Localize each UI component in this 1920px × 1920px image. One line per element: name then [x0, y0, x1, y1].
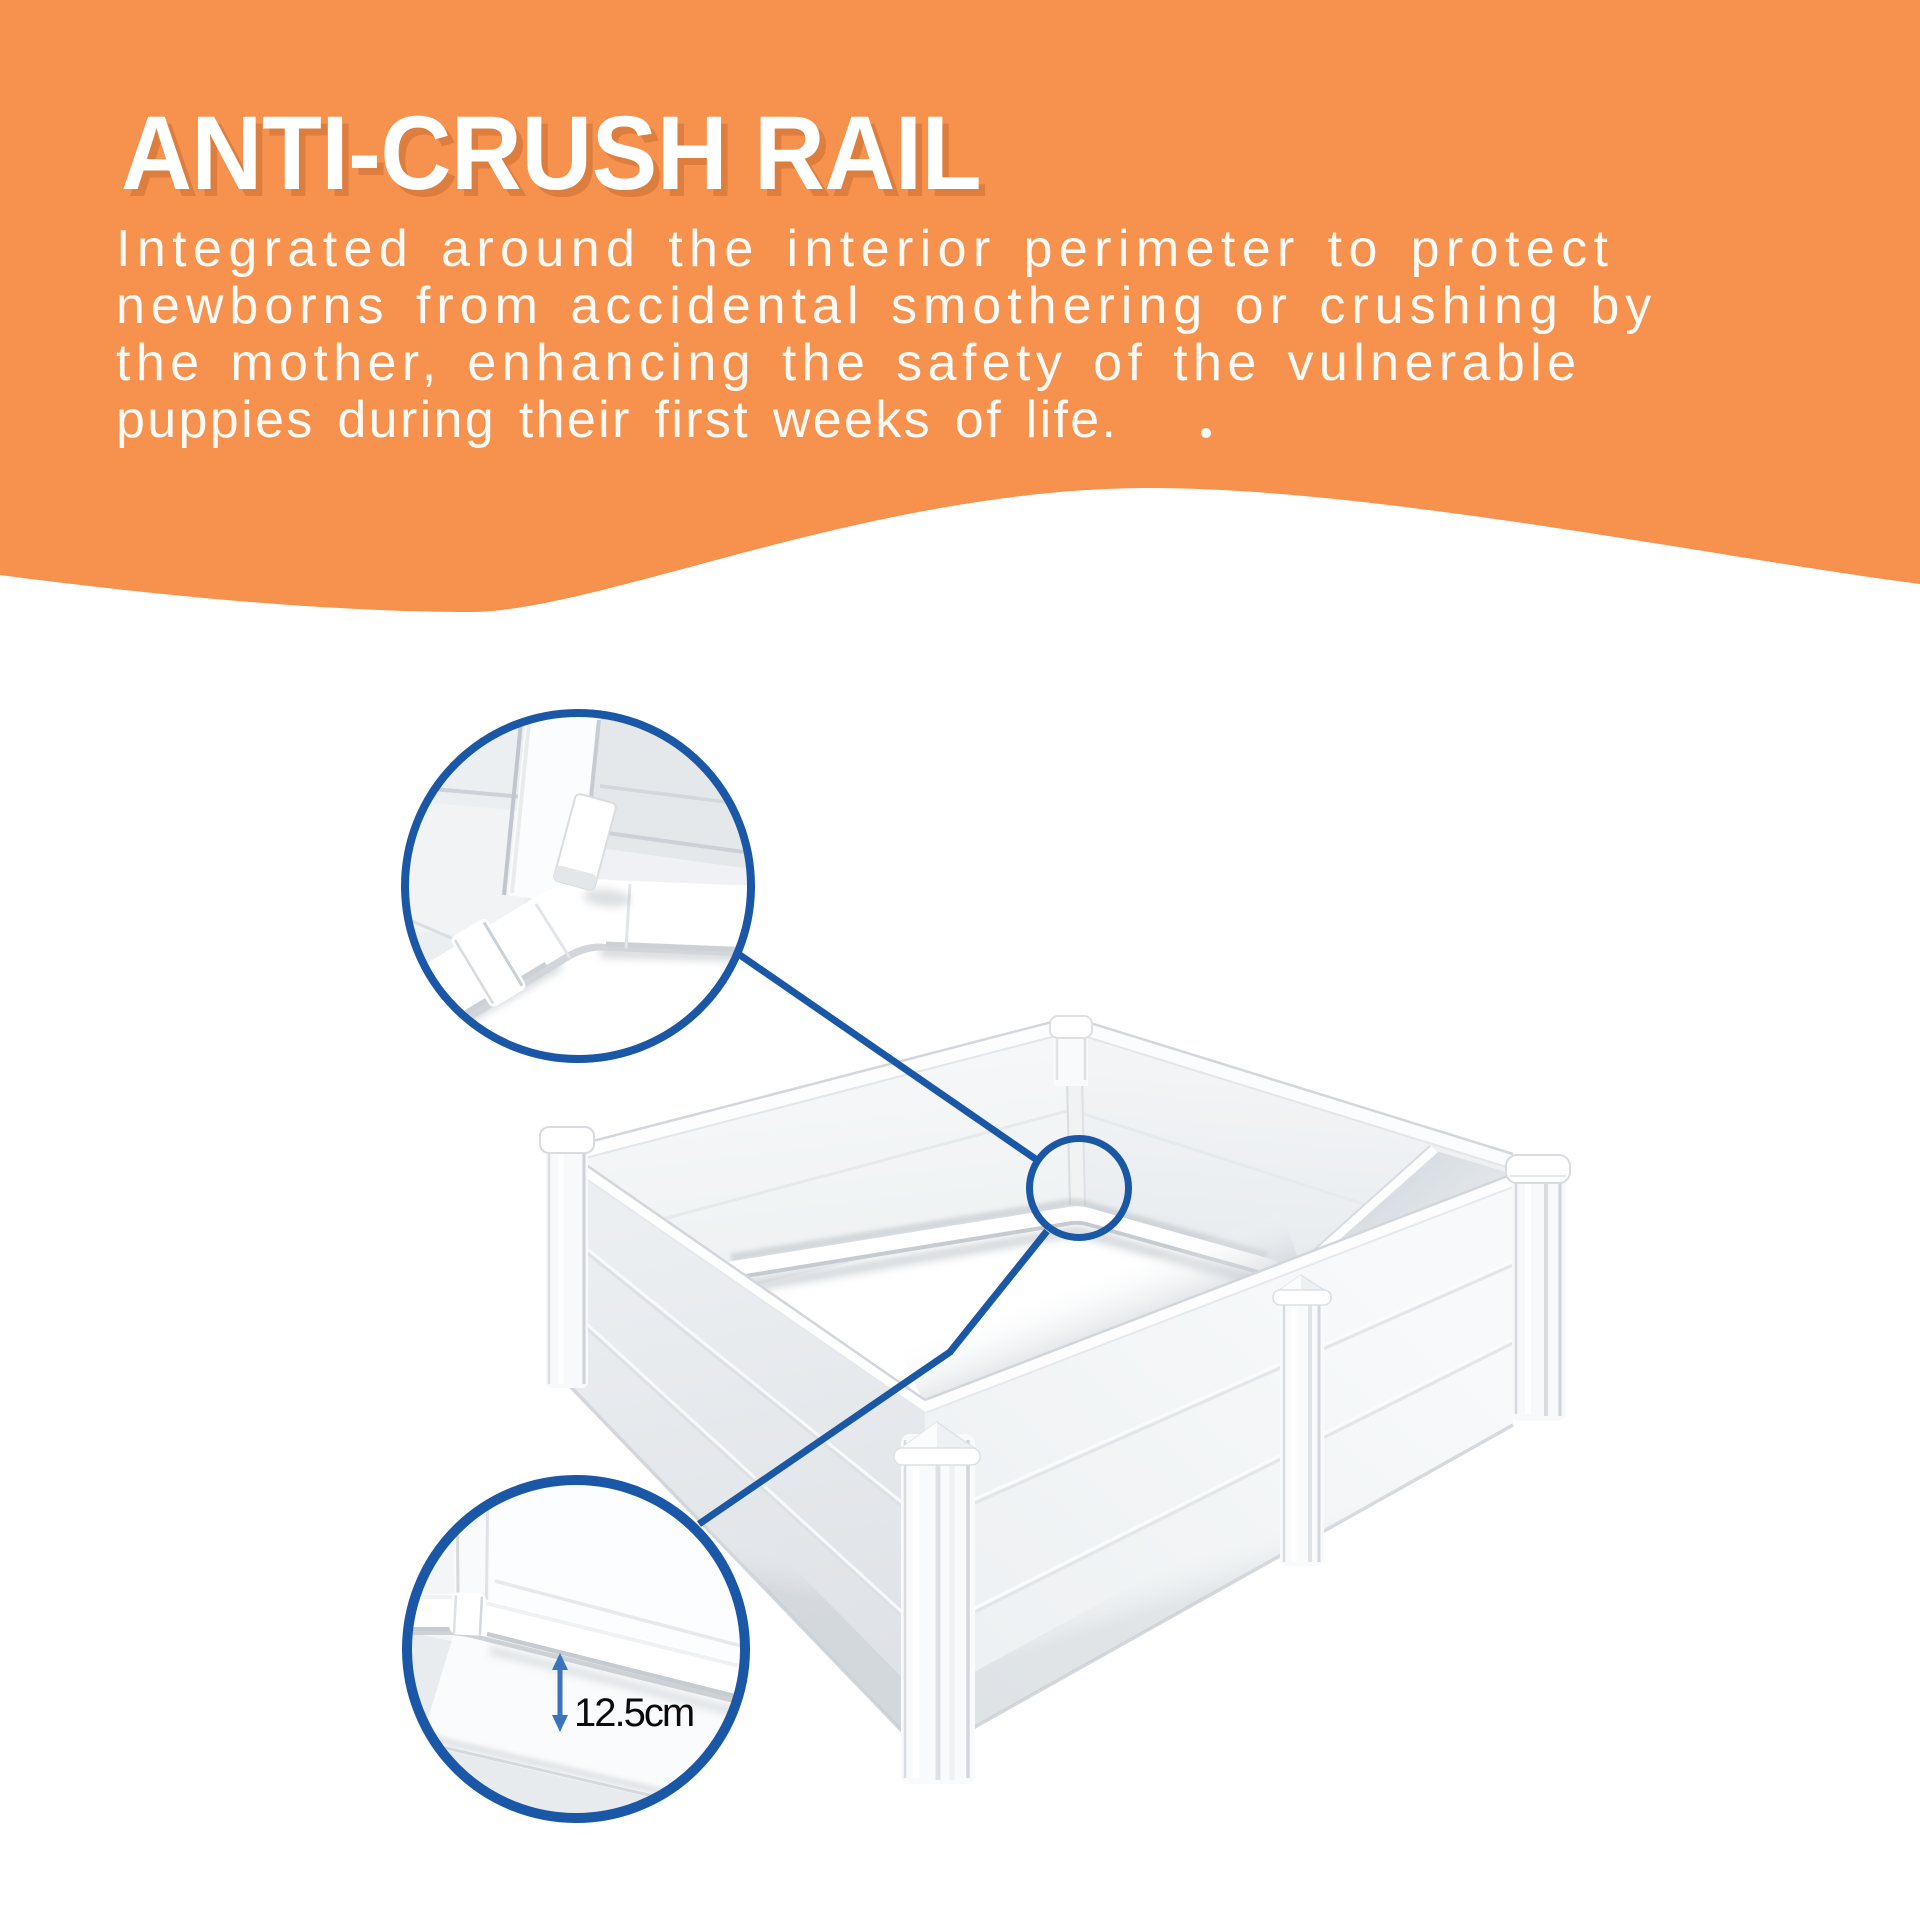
svg-text:12.5cm: 12.5cm — [574, 1691, 693, 1735]
